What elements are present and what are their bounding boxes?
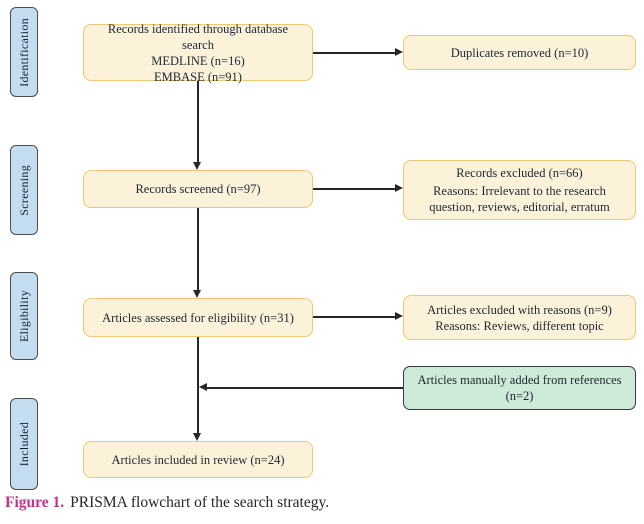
figure-caption: Figure 1. PRISMA flowchart of the search … <box>5 494 329 512</box>
flow-line-screened-excluded <box>313 188 396 190</box>
stage-eligibility: Eligibility <box>10 272 38 360</box>
node-records-excluded: Records excluded (n=66) Reasons: Irrelev… <box>403 160 636 220</box>
node-articles-assessed-text: Articles assessed for eligibility (n=31) <box>102 310 294 325</box>
flow-line-screened-assessed <box>197 208 199 291</box>
flow-line-identified-duplicates <box>313 52 396 54</box>
arrowhead-identified-duplicates <box>395 48 403 56</box>
node-articles-included-text: Articles included in review (n=24) <box>111 452 285 467</box>
flow-line-manual-included <box>207 387 403 389</box>
node-articles-assessed: Articles assessed for eligibility (n=31) <box>83 298 313 337</box>
arrowhead-manual-included <box>199 383 207 391</box>
node-records-identified: Records identified through database sear… <box>83 21 313 84</box>
node-records-screened: Records screened (n=97) <box>83 170 313 208</box>
figure-caption-text: PRISMA flowchart of the search strategy. <box>70 494 330 511</box>
arrowhead-screened-excluded <box>395 184 403 192</box>
flow-line-assessed-included <box>197 337 199 434</box>
arrowhead-screened-assessed <box>193 290 201 298</box>
stage-included: Included <box>10 398 38 490</box>
figure-caption-label: Figure 1. <box>5 494 65 511</box>
stage-screening-label: Screening <box>16 164 31 216</box>
arrowhead-assessed-included <box>193 433 201 441</box>
flow-line-assessed-excluded <box>313 316 396 318</box>
node-articles-excluded: Articles excluded with reasons (n=9) Rea… <box>403 295 636 340</box>
node-records-excluded-title: Records excluded (n=66) <box>456 166 583 180</box>
flow-line-identified-screened <box>197 81 199 163</box>
node-records-identified-line2: MEDLINE (n=16) <box>151 53 245 68</box>
stage-screening: Screening <box>10 145 38 235</box>
node-manually-added: Articles manually added from references … <box>403 366 636 410</box>
node-duplicates-removed: Duplicates removed (n=10) <box>403 35 636 70</box>
stage-identification-label: Identification <box>16 17 31 87</box>
node-records-identified-line3: EMBASE (n=91) <box>154 69 242 84</box>
stage-included-label: Included <box>16 421 31 467</box>
node-duplicates-removed-text: Duplicates removed (n=10) <box>450 45 589 60</box>
node-records-identified-line1: Records identified through database sear… <box>107 21 289 52</box>
node-articles-excluded-reasons: Reasons: Reviews, different topic <box>435 318 604 333</box>
stage-eligibility-label: Eligibility <box>16 290 31 342</box>
node-manually-added-text: Articles manually added from references … <box>417 373 622 403</box>
node-records-excluded-reasons: Reasons: Irrelevant to the research ques… <box>429 184 610 214</box>
node-records-screened-text: Records screened (n=97) <box>135 182 261 196</box>
stage-identification: Identification <box>10 7 38 97</box>
node-articles-included: Articles included in review (n=24) <box>83 441 313 478</box>
arrowhead-identified-screened <box>193 162 201 170</box>
node-articles-excluded-title: Articles excluded with reasons (n=9) <box>427 302 612 317</box>
arrowhead-assessed-excluded <box>395 312 403 320</box>
